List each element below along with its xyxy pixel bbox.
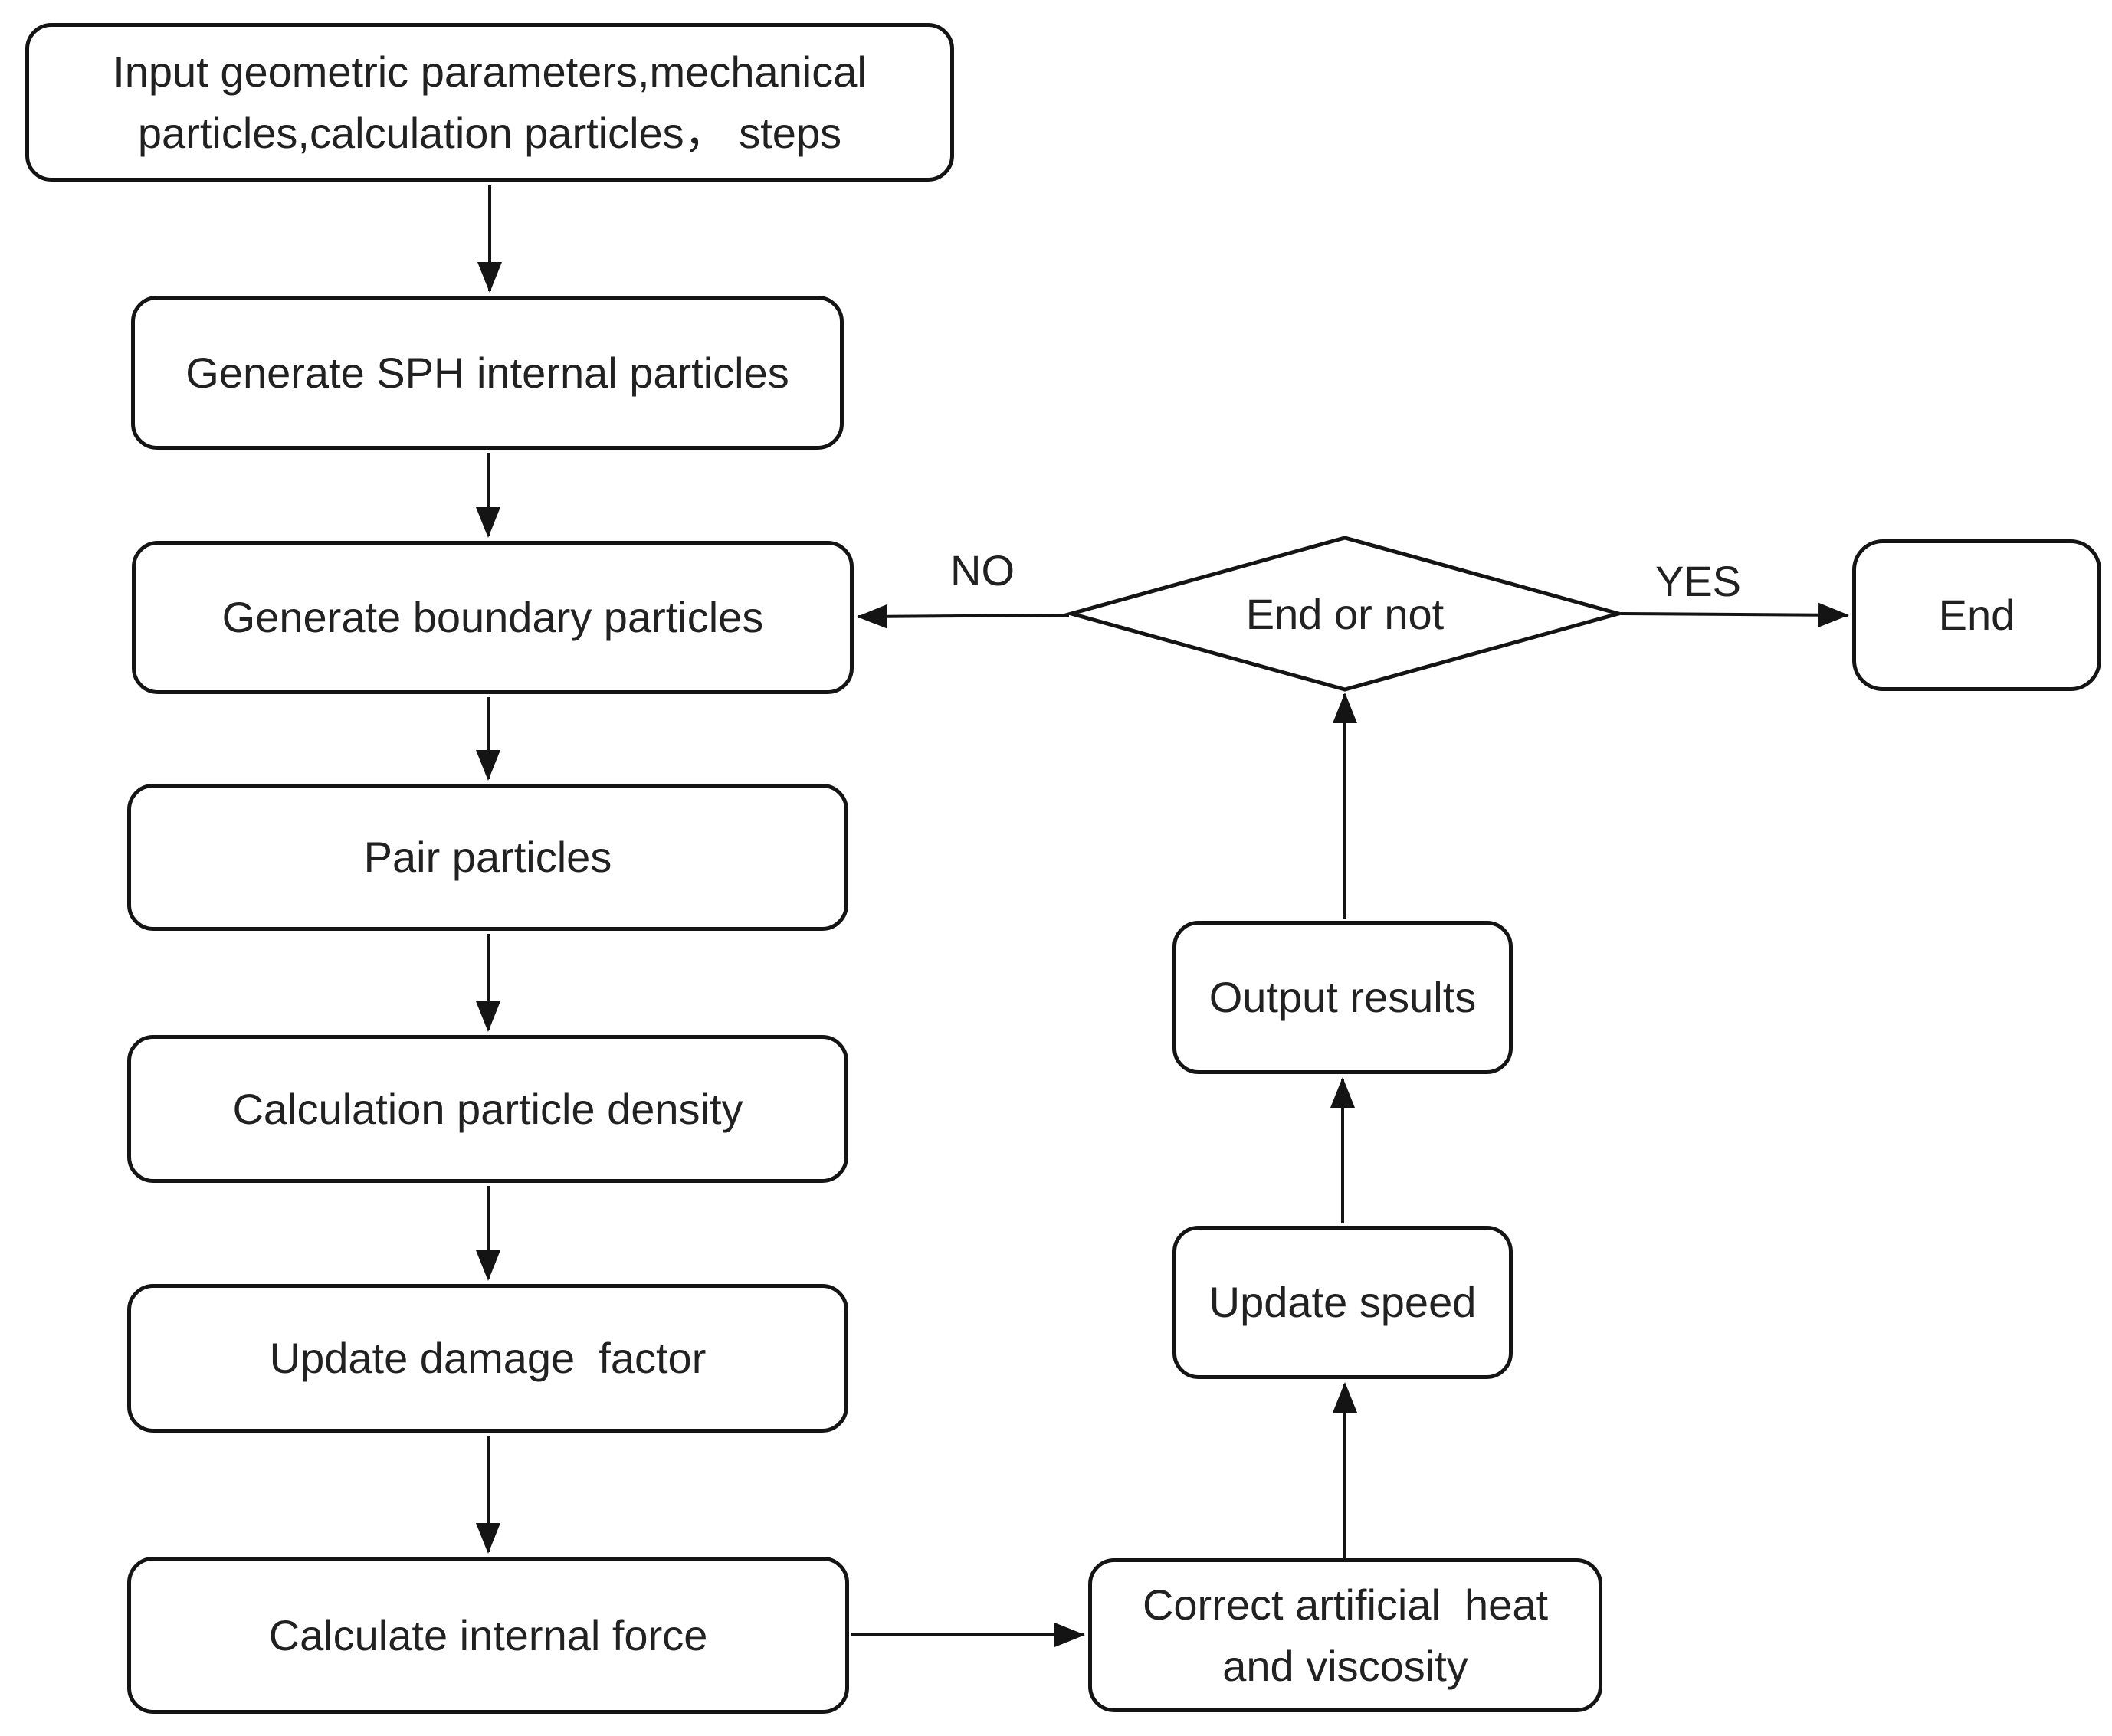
flow-node-end: End	[1852, 539, 2101, 691]
flow-node-update-damage-factor: Update damage factor	[127, 1284, 848, 1433]
flow-node-generate-boundary-particles: Generate boundary particles	[132, 541, 854, 694]
flow-node-output-results: Output results	[1172, 921, 1513, 1074]
arrow-decision-yes-to-end	[1620, 602, 1849, 627]
flow-node-calculation-particle-density: Calculation particle density	[127, 1035, 848, 1183]
edge-label-no: NO	[950, 546, 1015, 594]
arrow-decision-no-to-boundary	[857, 604, 1070, 629]
flow-node-decision-end-or-not: End or not	[1245, 589, 1445, 638]
flow-node-input: Input geometric parameters,mechanical pa…	[25, 23, 954, 182]
decision-diamond-shape	[1064, 536, 1626, 692]
flow-node-generate-sph-internal-particles: Generate SPH internal particles	[131, 296, 844, 450]
flow-node-pair-particles: Pair particles	[127, 784, 848, 931]
edge-label-yes: YES	[1655, 557, 1742, 605]
flow-node-calculate-internal-force: Calculate internal force	[127, 1557, 849, 1714]
flow-node-correct-artificial-heat-viscosity: Correct artificial heat and viscosity	[1088, 1558, 1602, 1712]
flow-node-update-speed: Update speed	[1172, 1226, 1513, 1379]
